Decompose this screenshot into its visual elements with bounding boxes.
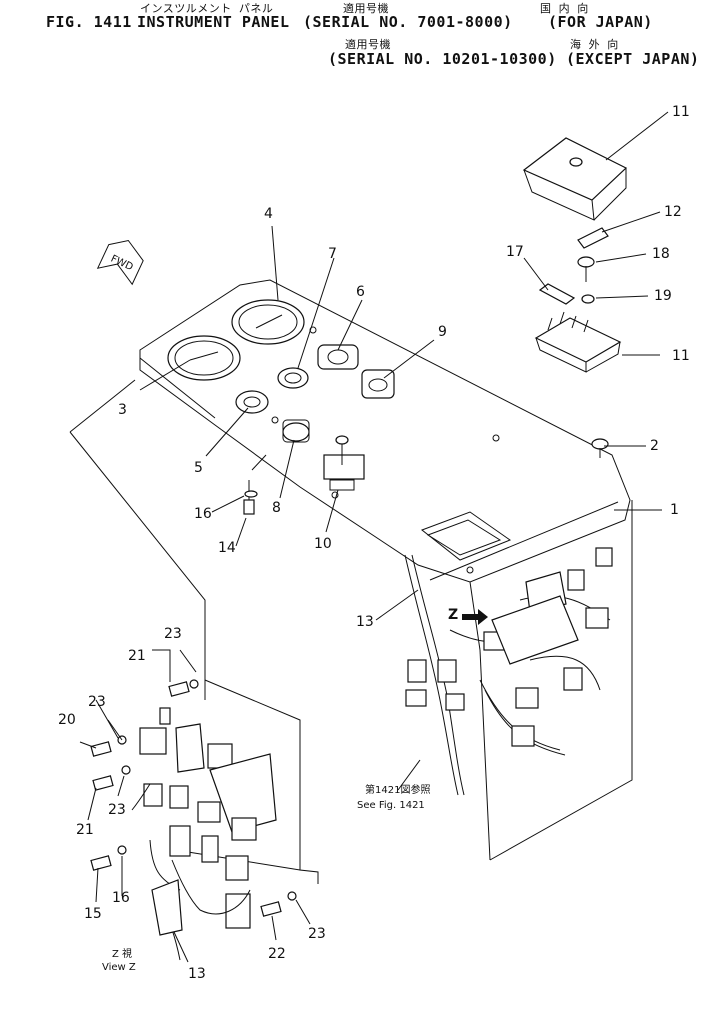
callout-2: 2 (650, 438, 659, 454)
callout-8: 8 (272, 500, 281, 516)
callout-23-bottom: 23 (308, 926, 326, 942)
japanese-domestic-label: 国 内 向 (540, 2, 589, 15)
switch-5 (235, 390, 269, 414)
view-z-assembly (131, 707, 277, 961)
lamp-7 (277, 367, 309, 389)
callout-1: 1 (670, 502, 679, 518)
callout-16-main: 16 (194, 506, 212, 522)
japanese-title: インスツルメント パネル (140, 2, 274, 15)
plate-17 (538, 283, 576, 305)
cover-11 (522, 137, 628, 221)
lever-10 (323, 435, 365, 491)
callout-15: 15 (84, 906, 102, 922)
bolt-21-mid (92, 765, 131, 791)
callout-11-bottom: 11 (672, 348, 690, 364)
view-z-en: View Z (102, 962, 136, 973)
washer-19 (581, 294, 595, 304)
leader-lines (79, 111, 669, 963)
instrument-panel-box (139, 279, 633, 861)
screw-18 (577, 256, 595, 282)
callout-22: 22 (268, 946, 286, 962)
callout-6: 6 (356, 284, 365, 300)
see-figure-en: See Fig. 1421 (357, 800, 425, 811)
bolt-22 (260, 891, 297, 917)
callout-5: 5 (194, 460, 203, 476)
gauge-3 (167, 335, 241, 381)
japanese-applicable-label: 適用号機 (343, 2, 389, 15)
callout-23-left: 23 (88, 694, 106, 710)
callout-13-viewz: 13 (188, 966, 206, 982)
callout-4: 4 (264, 206, 273, 222)
z-arrow-icon (462, 609, 488, 625)
serial-range-export: (SERIAL NO. 10201-10300) (328, 50, 557, 68)
z-marker: Z (448, 607, 458, 623)
callout-18: 18 (652, 246, 670, 262)
wiring-harness-13 (404, 547, 613, 796)
callout-13-main: 13 (356, 614, 374, 630)
gauge-4 (231, 299, 305, 345)
callout-21-top: 21 (128, 648, 146, 664)
callout-11-top: 11 (672, 104, 690, 120)
fwd-arrow-icon: FWD (96, 239, 144, 286)
callout-10: 10 (314, 536, 332, 552)
callout-17: 17 (506, 244, 524, 260)
figure-number: FIG. 1411 (46, 13, 132, 31)
bolt-15 (90, 845, 127, 871)
callout-21-mid: 21 (76, 822, 94, 838)
terminal-block-11 (534, 311, 622, 373)
japanese-overseas-label: 海 外 向 (570, 38, 619, 51)
view-z-jp: Z 視 (112, 947, 132, 960)
japanese-applicable-label-2: 適用号機 (345, 38, 391, 51)
callout-23-top: 23 (164, 626, 182, 642)
for-japan-label: (FOR JAPAN) (548, 13, 653, 31)
callout-9: 9 (438, 324, 447, 340)
serial-range-japan: (SERIAL NO. 7001-8000) (303, 13, 513, 31)
callout-14: 14 (218, 540, 236, 556)
bolt-14 (243, 454, 267, 515)
indicator-6 (317, 344, 359, 370)
button-8 (282, 419, 310, 443)
callout-16-viewz: 16 (112, 890, 130, 906)
except-japan-label: (EXCEPT JAPAN) (566, 50, 700, 68)
pin-12 (577, 227, 609, 249)
see-figure-jp: 第1421図参照 (365, 783, 430, 796)
callout-7: 7 (328, 246, 337, 262)
figure-title: INSTRUMENT PANEL (137, 13, 290, 31)
callout-20: 20 (58, 712, 76, 728)
callout-12: 12 (664, 204, 682, 220)
screw-2 (591, 438, 609, 458)
callout-3: 3 (118, 402, 127, 418)
bolt-21-top (168, 679, 199, 697)
callout-23-mid: 23 (108, 802, 126, 818)
callout-19: 19 (654, 288, 672, 304)
